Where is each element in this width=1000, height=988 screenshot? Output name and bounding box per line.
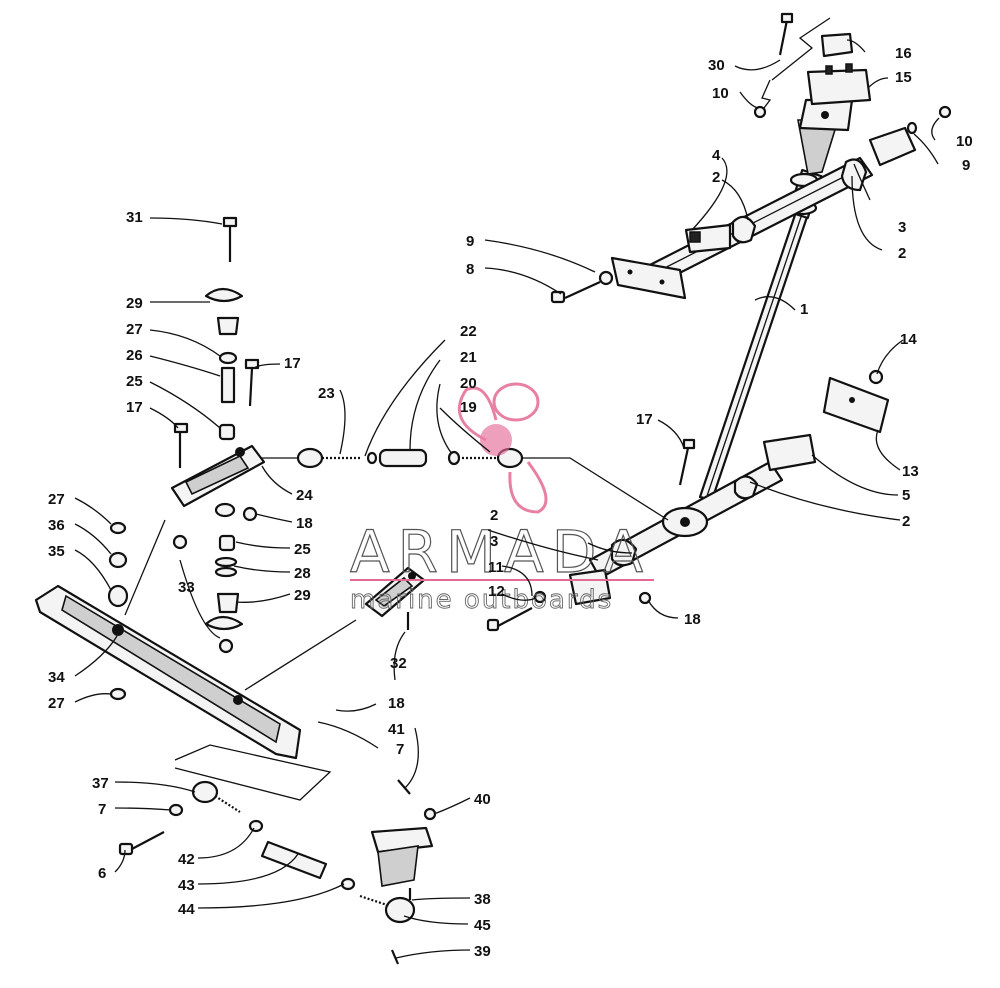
callout-17-upper: 17 [284,355,301,372]
callout-18-lower: 18 [388,695,405,712]
callout-33: 33 [178,579,195,596]
callout-15: 15 [895,69,912,86]
callout-37: 37 [92,775,109,792]
watermark: ARMADA marine outboards [349,382,654,615]
callout-40: 40 [474,791,491,808]
callout-10-top: 10 [712,85,729,102]
callout-6: 6 [98,865,106,882]
bolt-17-right [678,438,696,486]
callout-22: 22 [460,323,477,340]
callout-24: 24 [296,487,313,504]
callout-38: 38 [474,891,491,908]
upper-tube [638,156,874,289]
callout-41: 41 [388,721,405,738]
callout-25-lower: 25 [294,541,311,558]
callout-3-upper: 3 [898,219,906,236]
upper-bushings [684,126,917,254]
callout-25-upper: 25 [126,373,143,390]
callout-42: 42 [178,851,195,868]
callout-36: 36 [48,517,65,534]
pivot-plate-assembly [170,216,266,654]
callout-26: 26 [126,347,143,364]
callout-16: 16 [895,45,912,62]
propeller-logo [457,382,548,514]
callout-29-upper: 29 [126,295,143,312]
callout-27-upper: 27 [126,321,143,338]
callout-31: 31 [126,209,143,226]
top-clamp-assembly [753,12,952,135]
watermark-tagline: marine outboards [350,585,613,615]
callout-34: 34 [48,669,65,686]
watermark-brand: ARMADA [350,518,651,586]
callout-45: 45 [474,917,491,934]
callout-30: 30 [708,57,725,74]
callout-9-left: 9 [466,233,474,250]
callout-27-left: 27 [48,491,65,508]
callout-11: 11 [488,559,504,576]
callout-7-right: 7 [396,741,404,758]
lower-bushings [486,538,652,632]
callout-18-right: 18 [684,611,701,628]
callout-29-lower: 29 [294,587,311,604]
callout-35: 35 [48,543,65,560]
callout-20: 20 [460,375,477,392]
clamp-bolt-8 [550,270,614,304]
callout-7-left: 7 [98,801,106,818]
callout-10-right: 10 [956,133,973,150]
parts-artwork [34,12,952,965]
callout-8: 8 [466,261,474,278]
callout-21: 21 [460,349,477,366]
callout-2-right: 2 [898,245,906,262]
callout-9-right: 9 [962,157,970,174]
callout-28: 28 [294,565,311,582]
callout-2-lower-left: 2 [490,507,498,524]
assembly-arrows [124,519,357,801]
upper-clamp-plate [610,256,687,300]
callout-18-upper: 18 [296,515,313,532]
callout-17-right: 17 [636,411,653,428]
callout-39: 39 [474,943,491,960]
callout-43: 43 [178,877,195,894]
callout-12: 12 [488,583,505,600]
tie-rod-assembly [260,447,669,521]
callout-5: 5 [902,487,910,504]
callout-4: 4 [712,147,721,164]
callout-13: 13 [902,463,919,480]
callout-32: 32 [390,655,407,672]
lower-bracket-assembly [733,369,890,500]
callout-layer: 30 16 15 10 10 9 4 2 3 2 9 8 1 14 13 5 2… [48,39,973,960]
callout-17-left: 17 [126,399,143,416]
callout-19: 19 [460,399,477,416]
callout-44: 44 [178,901,195,918]
callout-23: 23 [318,385,335,402]
drag-link-assembly [118,780,416,965]
callout-2-upper: 2 [712,169,720,186]
callout-27-lower: 27 [48,695,65,712]
callout-2-lower-right: 2 [902,513,910,530]
callout-1: 1 [800,301,808,318]
callout-14: 14 [900,331,917,348]
steering-arm-bracket [370,779,437,887]
pitman-arm [34,521,302,760]
callout-3-lower: 3 [490,533,498,550]
